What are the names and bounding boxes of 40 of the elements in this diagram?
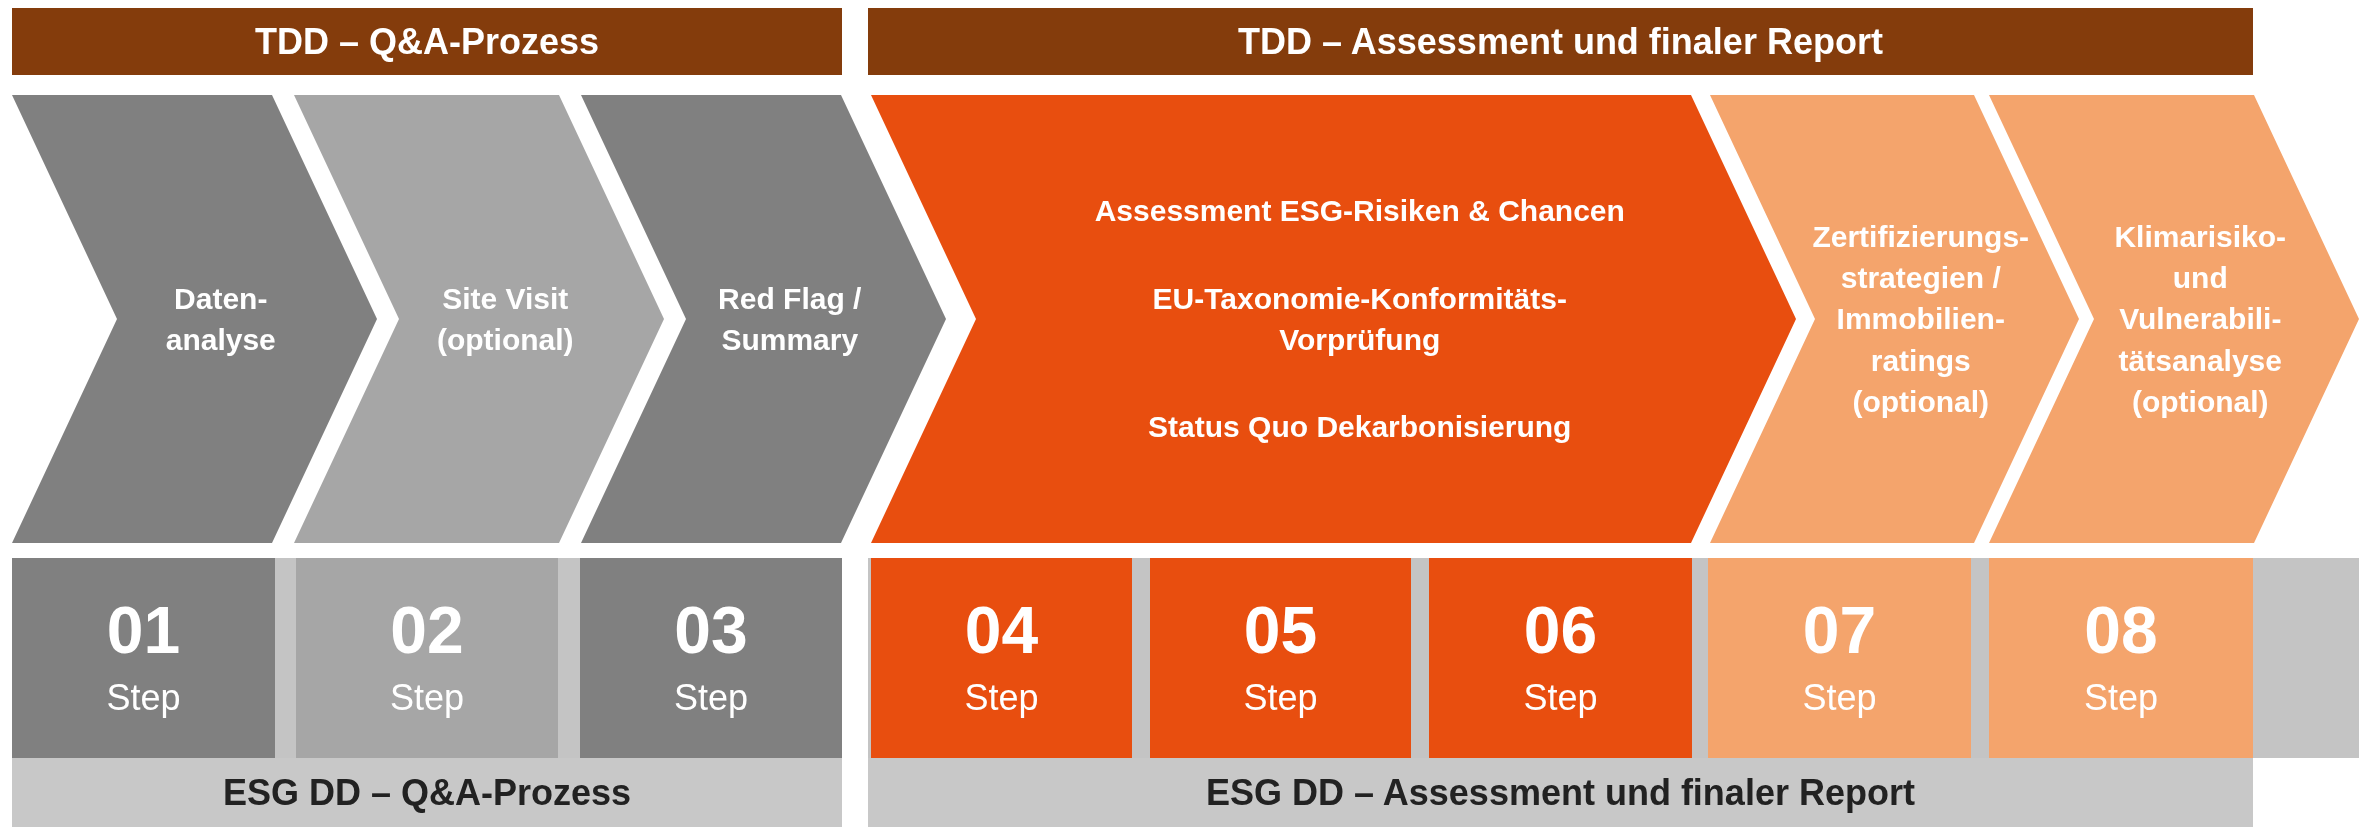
step-label: Step xyxy=(1523,677,1598,719)
step-number: 08 xyxy=(2084,597,2158,663)
step-title: Status Quo Dekarbonisierung xyxy=(1148,409,1572,446)
step-label: Step xyxy=(673,677,749,719)
step-label: Step xyxy=(2083,677,2159,719)
banner-title: TDD – Q&A-Prozess xyxy=(254,20,600,63)
banner-title: ESG DD – Q&A-Prozess xyxy=(222,771,632,814)
phase-banner xyxy=(868,758,2253,827)
step-title: Daten- analyse xyxy=(164,280,277,358)
banner-title: TDD – Assessment und finaler Report xyxy=(1238,20,1883,63)
step-number: 05 xyxy=(1243,597,1318,663)
step-box xyxy=(1708,558,1971,758)
phase-banner xyxy=(12,8,842,75)
step-title: Assessment ESG-Risiken & Chancen xyxy=(1094,193,1625,230)
step-box xyxy=(580,558,842,758)
step-number: 07 xyxy=(1802,597,1877,663)
step-title: EU-Taxonomie-Konformitäts- Vorprüfung xyxy=(1151,280,1568,358)
step-title: Site Visit (optional) xyxy=(435,280,575,358)
step-box xyxy=(1150,558,1411,758)
step-box xyxy=(871,558,1132,758)
phase-banner xyxy=(868,8,2253,75)
step-label: Step xyxy=(106,677,181,719)
step-title: Zertifizierungs- strategien / Immobilien- ratings (optional) xyxy=(1812,218,2030,421)
step-number: 03 xyxy=(674,597,748,663)
step-number: 01 xyxy=(106,597,181,663)
step-title: Red Flag / Summary xyxy=(717,280,863,358)
step-label: Step xyxy=(1802,677,1877,719)
step-box xyxy=(296,558,558,758)
banner-title: ESG DD – Assessment und finaler Report xyxy=(1206,771,1915,814)
phase-banner xyxy=(12,758,842,827)
step-title: Klimarisiko- und Vulnerabili- tätsanalyse (optional) xyxy=(2113,218,2288,421)
step-box xyxy=(12,558,275,758)
step-label: Step xyxy=(1243,677,1318,719)
step-label: Step xyxy=(964,677,1039,719)
step-number: 02 xyxy=(390,597,464,663)
step-label: Step xyxy=(389,677,465,719)
step-number: 06 xyxy=(1523,597,1598,663)
step-box xyxy=(1989,558,2253,758)
step-number: 04 xyxy=(964,597,1039,663)
step-box xyxy=(1429,558,1692,758)
